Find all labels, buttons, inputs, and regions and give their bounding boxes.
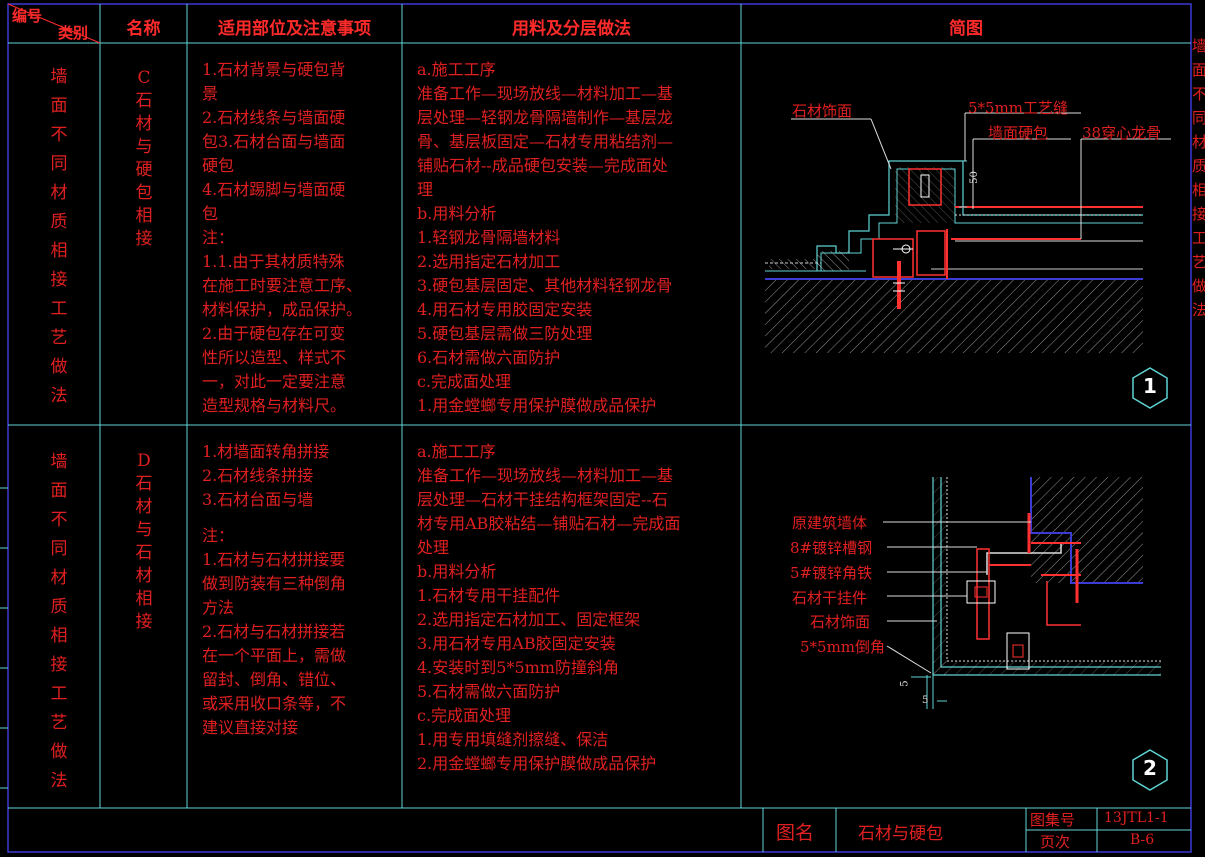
diagram1-dim: 50 (968, 171, 980, 184)
diagram2-label-channel: 8#镀锌槽钢 (790, 539, 873, 557)
diagram1-number-hex (1132, 367, 1168, 409)
diagram1-label-gap: 5*5mm工艺缝 (968, 99, 1069, 117)
diagram2-number-hex (1132, 749, 1168, 791)
header-materials: 用料及分层做法 (512, 19, 631, 39)
title-atlas-label: 图集号 (1030, 811, 1076, 829)
header-applicable: 适用部位及注意事项 (218, 19, 371, 39)
diagram2-label-wall: 原建筑墙体 (792, 514, 868, 532)
diagram1-number: 1 (1143, 374, 1157, 398)
title-page-label: 页次 (1040, 833, 1071, 851)
diagram1-label-keel: 38穿心龙骨 (1082, 124, 1162, 142)
header-corner-bottom: 类别 (58, 24, 89, 42)
title-atlas-value: 13JTL1-1 (1104, 810, 1169, 826)
header-corner-top: 编号 (12, 7, 43, 25)
row1-method: a.施工工序准备工作—现场放线—材料加工—基层处理—轻钢龙骨隔墙制作—基层龙 骨… (417, 60, 674, 415)
header-diagram: 简图 (949, 19, 983, 39)
title-figure-label: 图名 (776, 822, 815, 844)
row1-name: C石材与硬包相接 (135, 68, 153, 249)
diagram2-dim-a: 5 (899, 680, 911, 687)
diagram2-label-chamfer: 5*5mm倒角 (800, 638, 886, 656)
title-page-value: B-6 (1130, 832, 1155, 848)
row2-method: a.施工工序准备工作—现场放线—材料加工—基层处理—石材干挂结构框架固定--石 … (417, 442, 681, 773)
diagram1-label-stone: 石材饰面 (792, 102, 853, 120)
diagram2-label-angle: 5#镀锌角铁 (790, 564, 873, 582)
diagram2-number: 2 (1143, 756, 1157, 780)
row2-category: 墙面不同材质相接工艺做法 (50, 452, 68, 791)
row2-name: D石材与石材相接 (135, 451, 153, 632)
diagram-1 (765, 112, 1171, 353)
diagram2-label-hanger: 石材干挂件 (792, 589, 868, 607)
row1-category: 墙面不同材质相接工艺做法 (50, 67, 68, 406)
side-vertical-text: 墙面不同材质相接工艺做法 (1192, 37, 1205, 319)
diagram2-dim-b: 5 (922, 695, 929, 706)
header-name: 名称 (126, 19, 161, 39)
diagram-2 (883, 477, 1161, 709)
diagram2-label-stone: 石材饰面 (810, 613, 871, 631)
diagram1-label-soft: 墙面硬包 (988, 124, 1049, 142)
title-figure-name: 石材与硬包 (858, 824, 943, 844)
